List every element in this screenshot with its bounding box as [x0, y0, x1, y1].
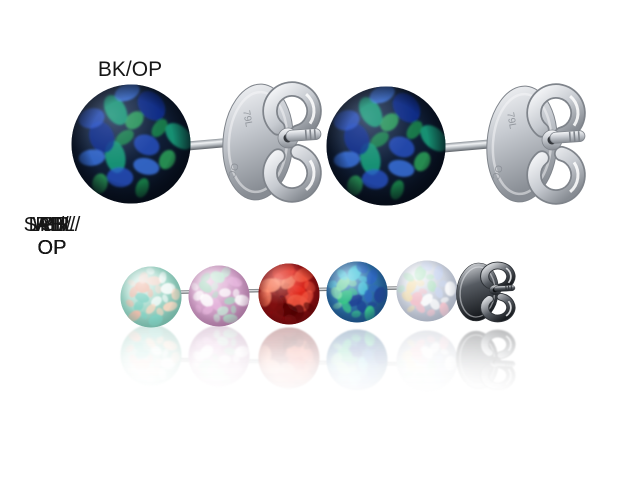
opal-ball-sapphire-blue	[326, 326, 388, 391]
svg-text:OC: OC	[489, 163, 504, 181]
opal-ball-sapphire-blue	[326, 261, 388, 328]
main-variant-label: BK/OP	[97, 58, 163, 81]
opal-ball-pink	[188, 326, 250, 387]
butterfly-back-small	[456, 261, 518, 323]
opal-ball-white	[396, 260, 458, 327]
butterfly-back-right: 79L OC	[486, 82, 590, 206]
opal-ball-black-right	[326, 86, 446, 211]
svg-text:79L: 79L	[504, 111, 518, 130]
variant-label-sabl: SABL/OP	[23, 214, 81, 259]
variant-row-reflection	[0, 326, 640, 418]
variant-label-re: RE/OP	[35, 214, 69, 259]
butterfly-back-small	[456, 329, 518, 391]
opal-ball-light-green	[120, 326, 182, 386]
butterfly-back-left: 79L OC	[222, 80, 326, 204]
opal-ball-light-green	[120, 266, 182, 333]
variant-label-wh: WH/OP	[32, 214, 72, 259]
svg-text:79L: 79L	[240, 109, 254, 128]
variant-label-lgr: LGR/OP	[28, 214, 76, 259]
opal-ball-red	[258, 326, 320, 389]
opal-ball-white	[396, 326, 458, 392]
opal-ball-black-left	[71, 84, 191, 209]
svg-text:OC: OC	[225, 161, 240, 179]
variant-label-pi: PI/OP	[37, 214, 67, 259]
reflection	[0, 326, 640, 418]
opal-ball-red	[258, 263, 320, 330]
opal-ball-pink	[188, 265, 250, 332]
